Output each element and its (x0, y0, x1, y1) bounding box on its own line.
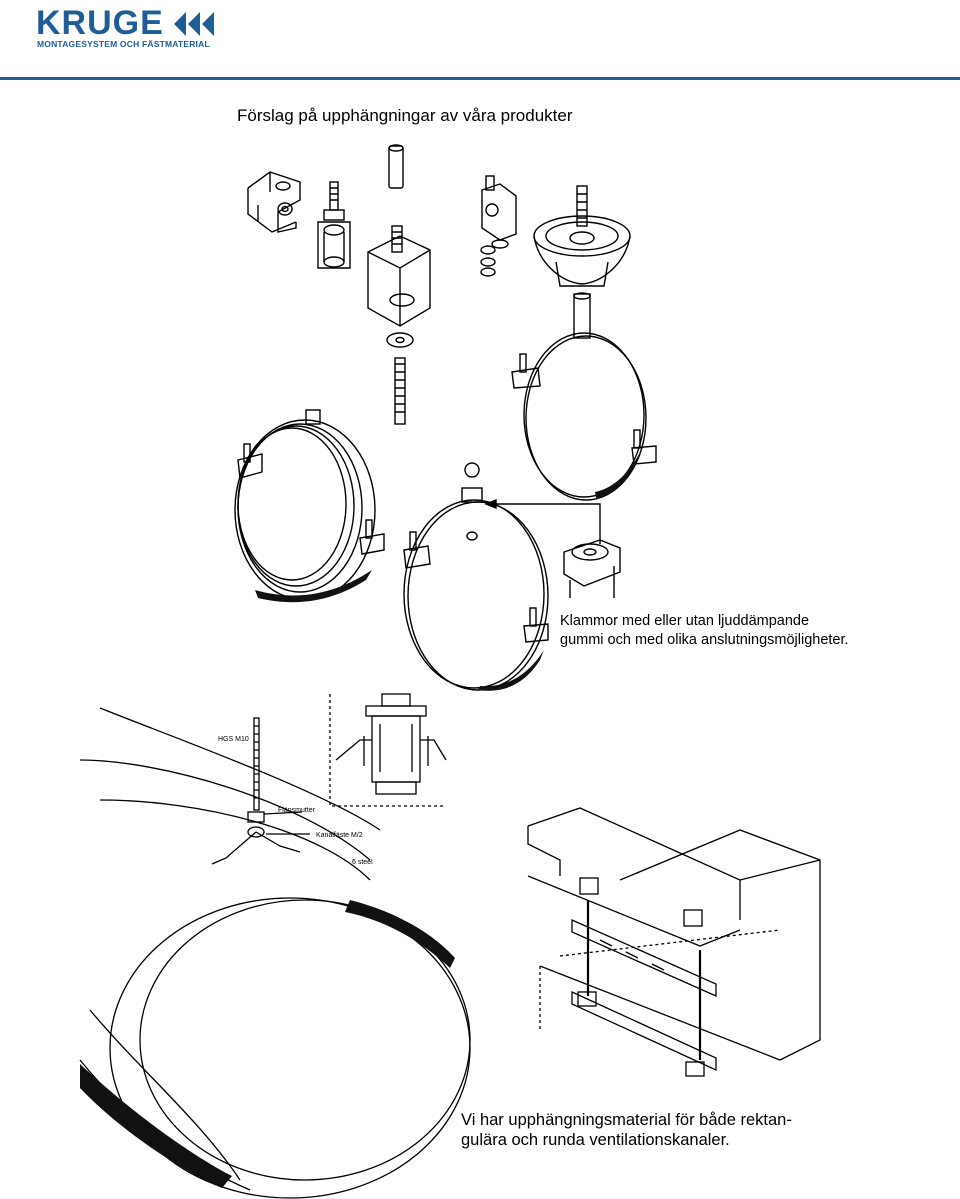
rubber-damper-illustration (533, 185, 631, 339)
label-nut: Flänsmutter (278, 807, 316, 814)
logo-wordmark: KRUGE (36, 4, 164, 42)
stud-sleeve-illustration (317, 181, 351, 269)
rod-end-illustration (388, 144, 404, 189)
caption-ducts: Vi har upphängningsmaterial för både rek… (461, 1110, 861, 1150)
damper-detail-illustration (329, 693, 447, 807)
caption-clamps-line1: Klammor med eller utan ljuddämpande (560, 613, 810, 629)
rectangular-duct-illustration (527, 807, 821, 1077)
ring-clamp-left-illustration (234, 409, 385, 601)
ring-clamp-center-illustration (403, 462, 549, 691)
logo-tagline: MONTAGESYSTEM OCH FÄSTMATERIAL (37, 39, 210, 49)
logo-chevrons-icon (174, 12, 214, 36)
clamp-bracket-illustration (563, 539, 621, 598)
round-duct-illustration (79, 707, 471, 1199)
page-title: Förslag på upphängningar av våra produkt… (237, 106, 573, 125)
label-bracket: Kanalfäste M/2 (316, 832, 363, 839)
caption-clamps: Klammor med eller utan ljuddämpande gumm… (560, 612, 950, 650)
kruge-logo: KRUGE MONTAGESYSTEM OCH FÄSTMATERIAL (36, 4, 221, 50)
header-rule (0, 77, 960, 80)
angle-bracket-illustration (247, 171, 301, 233)
caption-ducts-line1: Vi har upphängningsmaterial för både rek… (461, 1111, 792, 1129)
caption-clamps-line2: gummi och med olika anslutningsmöjlighet… (560, 632, 849, 648)
label-rod: HGS M10 (218, 736, 249, 743)
label-steel: 6 steel (352, 859, 373, 866)
box-hanger-illustration (367, 225, 431, 425)
caption-ducts-line2: gulära och runda ventilationskanaler. (461, 1131, 730, 1149)
ring-clamp-right-illustration (511, 332, 657, 501)
hinge-hanger-illustration (480, 175, 517, 277)
